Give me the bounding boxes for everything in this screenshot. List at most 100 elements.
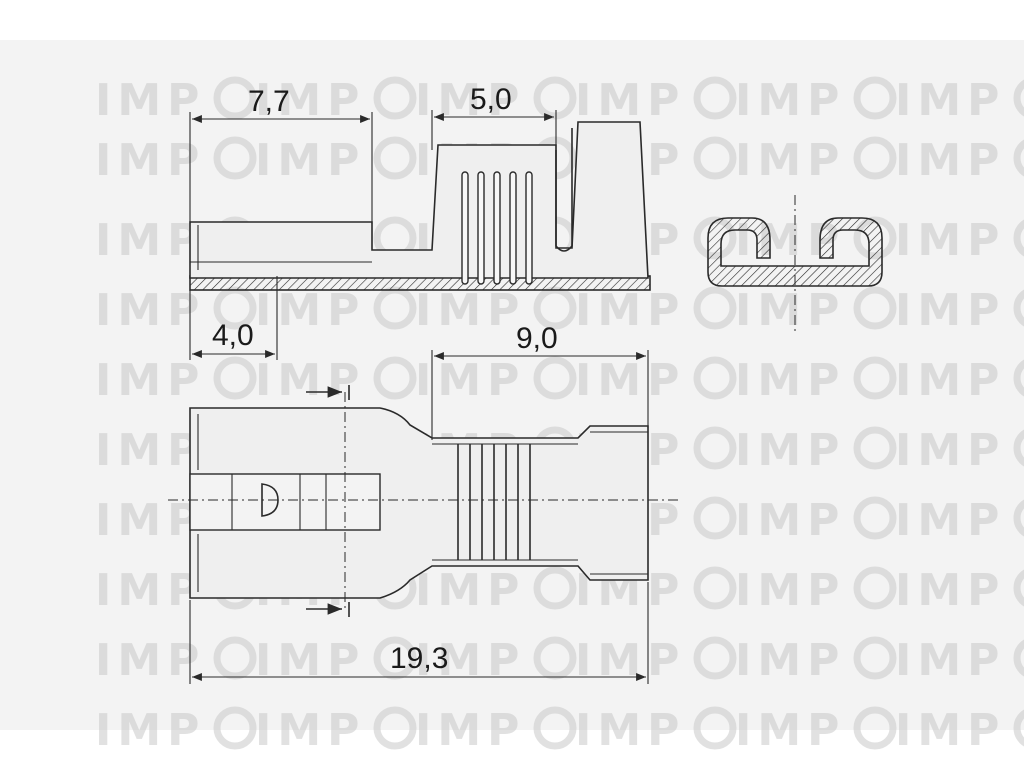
watermark-logo-text: IMP — [735, 285, 845, 336]
watermark-logo-text: IMP — [895, 215, 1005, 266]
dimension-bottom-left: 4,0 — [189, 276, 278, 360]
watermark-logo-icon — [533, 356, 577, 400]
watermark-logo-icon — [693, 706, 737, 750]
watermark-logo-text: IMP — [95, 285, 205, 336]
watermark-logo-icon — [693, 496, 737, 540]
watermark-logo-icon — [853, 566, 897, 610]
watermark-logo-icon — [1013, 499, 1024, 537]
watermark-logo-text: IMP — [735, 75, 845, 126]
dim-label-9-0: 9,0 — [516, 322, 558, 355]
watermark-logo-text: IMP — [735, 565, 845, 616]
watermark-logo-icon — [533, 636, 577, 680]
watermark-logo-icon — [533, 76, 577, 120]
watermark-logo-text: IMP — [735, 635, 845, 686]
dimension-overall-length: 19,3 — [189, 582, 649, 684]
dim-label-5-0: 5,0 — [470, 83, 512, 116]
watermark-logo-icon — [373, 136, 417, 180]
watermark-logo-icon — [213, 706, 257, 750]
watermark-logo-icon — [1013, 359, 1024, 397]
watermark-logo-text: IMP — [95, 565, 205, 616]
watermark-logo-text: IMP — [575, 705, 685, 756]
watermark-logo-icon — [213, 636, 257, 680]
watermark-logo-icon — [853, 136, 897, 180]
watermark-logo-icon — [1013, 639, 1024, 677]
watermark-logo-text: IMP — [735, 355, 845, 406]
watermark-logo-icon — [1013, 219, 1024, 257]
watermark-logo-text: IMP — [95, 635, 205, 686]
watermark-logo-text: IMP — [895, 635, 1005, 686]
watermark-logo-text: IMP — [575, 355, 685, 406]
side-view — [189, 121, 651, 291]
watermark-logo-icon — [373, 356, 417, 400]
watermark-logo-icon — [853, 706, 897, 750]
watermark-logo-text: IMP — [95, 495, 205, 546]
watermark-logo-icon — [1013, 139, 1024, 177]
watermark-logo-text: IMP — [895, 705, 1005, 756]
watermark-logo-text: IMP — [895, 285, 1005, 336]
watermark-logo-icon — [853, 636, 897, 680]
watermark-logo-icon — [213, 136, 257, 180]
watermark-logo-text: IMP — [735, 705, 845, 756]
watermark-logo-text: IMP — [255, 705, 365, 756]
watermark-logo-text: IMP — [895, 425, 1005, 476]
watermark-logo-text: IMP — [575, 75, 685, 126]
watermark-logo-icon — [693, 636, 737, 680]
watermark-logo-text: IMP — [895, 75, 1005, 126]
watermark-logo-icon — [853, 286, 897, 330]
dimension-crimp-length: 9,0 — [431, 322, 649, 440]
crimp-ridges-side — [461, 171, 533, 285]
watermark-logo-icon — [533, 566, 577, 610]
watermark-logo-icon — [533, 286, 577, 330]
watermark-logo-text: IMP — [255, 135, 365, 186]
watermark-logo-text: IMP — [895, 135, 1005, 186]
watermark-logo-text: IMP — [95, 75, 205, 126]
cross-section-view — [707, 195, 883, 332]
watermark-logo-icon — [1013, 429, 1024, 467]
watermark-logo-icon — [693, 356, 737, 400]
watermark-logo-icon — [853, 426, 897, 470]
crimp-ridges-top — [457, 444, 531, 560]
dim-label-7-7: 7,7 — [248, 85, 290, 118]
watermark-logo-text: IMP — [735, 135, 845, 186]
watermark-logo-text: IMP — [95, 215, 205, 266]
watermark-logo-text: IMP — [255, 635, 365, 686]
watermark-logo-icon — [373, 706, 417, 750]
watermark-logo-text: IMP — [255, 355, 365, 406]
watermark-logo-text: IMP — [95, 425, 205, 476]
watermark-logo-text: IMP — [415, 705, 525, 756]
watermark-logo-text: IMP — [575, 635, 685, 686]
watermark-logo-text: IMP — [895, 495, 1005, 546]
watermark-logo-icon — [853, 356, 897, 400]
watermark-logo-text: IMP — [95, 705, 205, 756]
top-view — [168, 385, 680, 617]
watermark-logo-text: IMP — [95, 135, 205, 186]
watermark-logo-icon — [533, 706, 577, 750]
dimension-top-left: 7,7 — [189, 85, 373, 224]
watermark-logo-icon — [1013, 709, 1024, 747]
watermark-logo-icon — [693, 566, 737, 610]
watermark-logo-icon — [213, 356, 257, 400]
watermark-logo-icon — [693, 286, 737, 330]
watermark-logo-text: IMP — [895, 355, 1005, 406]
watermark-logo-text: IMP — [575, 285, 685, 336]
watermark-logo-icon — [693, 76, 737, 120]
watermark-logo-icon — [693, 136, 737, 180]
dim-label-4-0: 4,0 — [212, 319, 254, 352]
watermark-logo-text: IMP — [735, 425, 845, 476]
watermark-logo-text: IMP — [415, 285, 525, 336]
watermark-logo-text: IMP — [895, 565, 1005, 616]
watermark-logo-icon — [373, 76, 417, 120]
watermark-logo-text: IMP — [95, 355, 205, 406]
dimension-top-middle: 5,0 — [431, 83, 557, 150]
watermark-logo-icon — [1013, 289, 1024, 327]
watermark-logo-icon — [853, 496, 897, 540]
watermark-logo-text: IMP — [415, 565, 525, 616]
watermark-logo-text: IMP — [735, 495, 845, 546]
watermark-logo-icon — [1013, 569, 1024, 607]
dim-label-19-3: 19,3 — [390, 642, 448, 675]
watermark-logo-icon — [373, 286, 417, 330]
watermark-logo-icon — [853, 76, 897, 120]
watermark-logo-text: IMP — [255, 285, 365, 336]
